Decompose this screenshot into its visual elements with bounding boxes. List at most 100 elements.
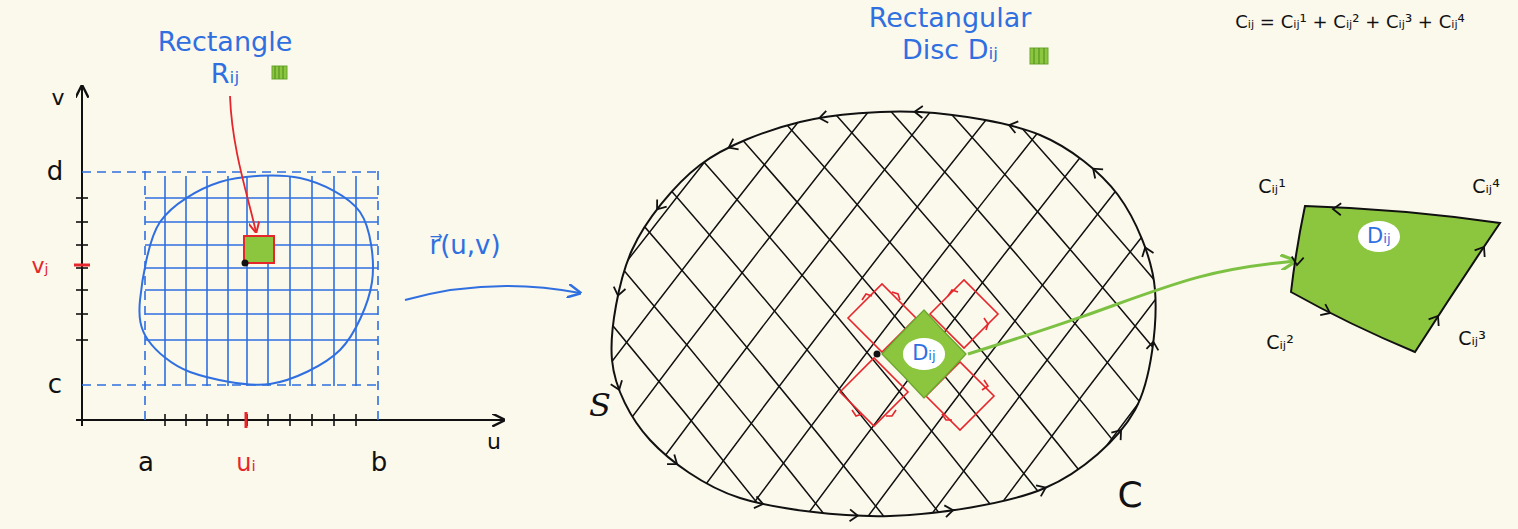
edge-arrow: [1320, 304, 1332, 318]
surface-grid-line: [304, 40, 744, 529]
dashed-bounds: [82, 166, 380, 420]
green-icon: [1030, 48, 1048, 64]
grid-line: [267, 176, 269, 386]
axis-tick: [76, 244, 88, 246]
boundary-arrow: [1089, 164, 1103, 178]
surface-boundary: [612, 112, 1156, 517]
edge-arrow: [1291, 257, 1304, 266]
grid-line: [145, 221, 378, 223]
axis-tick: [289, 414, 291, 426]
boundary-arrow: [667, 455, 681, 469]
bound-label: a: [138, 447, 154, 478]
axis-tick: [76, 289, 88, 291]
axis-tick: [76, 221, 88, 223]
edge-arrow: [1333, 203, 1341, 215]
grid-line: [185, 176, 187, 386]
surface-grid-line: [826, 40, 1266, 529]
boundary-arrow: [1140, 245, 1154, 257]
coordinate-label: vⱼ: [32, 253, 49, 279]
uv-grid: [76, 176, 378, 426]
surface-grid-line: [1270, 40, 1518, 529]
rectangle-rij: [244, 236, 274, 263]
zoom-arrow: [968, 261, 1295, 354]
bound-label: b: [371, 447, 388, 478]
map-label: r⃗(u,v): [429, 230, 500, 261]
uv-region: [139, 176, 373, 385]
boundary-arrow: [652, 199, 666, 213]
boundary-arrow: [612, 287, 625, 297]
edge-label: Cᵢⱼ¹: [1258, 175, 1286, 198]
surface-grid-line: [774, 40, 1174, 529]
boundary-arrow: [850, 509, 859, 521]
surface-grid-line: [362, 40, 802, 529]
heading-label: Rectangular Disc Dᵢⱼ: [850, 2, 1050, 67]
grid-line: [145, 267, 378, 269]
surface-grid-line: [768, 40, 1208, 529]
neighbour-patches: [840, 280, 998, 430]
ui-tick: [245, 412, 248, 428]
surface-grid-line: [884, 40, 1324, 529]
surface-grid-line: [464, 40, 864, 529]
edge-arrow: [1429, 313, 1443, 326]
boundary-arrow: [726, 139, 738, 153]
patch-shape: [882, 310, 966, 398]
surface-grid: [130, 40, 1518, 529]
patch-label: Dᵢⱼ: [903, 338, 945, 369]
patch-shape: [1291, 206, 1500, 352]
patch-label: Dᵢⱼ: [1358, 221, 1400, 252]
boundary-arrows: [611, 106, 1160, 522]
coordinate-label: uᵢ: [236, 449, 256, 478]
bound-label: d: [47, 156, 64, 187]
disc-patch: Dᵢⱼ: [878, 306, 970, 402]
surface-grid-line: [712, 40, 1112, 529]
grid-line: [289, 176, 291, 386]
surface-grid-line: [188, 40, 628, 529]
axis-tick: [267, 414, 269, 426]
leader-line: [230, 96, 256, 232]
axis-tick: [164, 414, 166, 426]
axis-tick: [76, 197, 88, 199]
boundary-arrow: [1008, 119, 1019, 133]
grid-line: [145, 313, 378, 315]
map-arrow: [405, 286, 580, 300]
v-axis: [81, 86, 83, 426]
grid-line: [145, 289, 378, 291]
axis-tick: [76, 339, 88, 341]
boundary-arrow: [754, 496, 764, 509]
grid-line: [145, 339, 378, 341]
vj-tick: [74, 264, 90, 267]
curve-label: C: [1117, 473, 1142, 516]
grid-line: [206, 176, 208, 386]
boundary-arrow: [1036, 482, 1048, 496]
surface-grid-line: [130, 40, 570, 529]
surface-grid-line: [402, 40, 802, 529]
surface-grid-line: [420, 40, 860, 529]
axis-tick: [355, 414, 357, 426]
surface-grid-line: [1174, 40, 1518, 529]
axis-tick: [311, 414, 313, 426]
boundary-arrow: [914, 106, 922, 118]
grid-line: [246, 176, 248, 386]
grid-line: [227, 176, 229, 386]
surface-grid-line: [594, 40, 1034, 529]
boundary-arrow: [1111, 426, 1125, 440]
corner-point: [874, 351, 881, 358]
edge-label: Cᵢⱼ³: [1458, 327, 1486, 350]
boundary-arrow: [1146, 341, 1159, 350]
axis-tick: [206, 414, 208, 426]
axis-label: u: [487, 429, 501, 455]
surface-label: S: [589, 386, 611, 424]
axis-tick: [227, 414, 229, 426]
edge-label: Cᵢⱼ⁴: [1472, 175, 1500, 198]
surface-grid-line: [340, 40, 740, 529]
grid-point: [242, 260, 249, 267]
surface-grid-line: [1208, 40, 1518, 529]
patch-arrows: [852, 290, 988, 420]
boundary-arrow: [818, 111, 828, 124]
boundary-arrow: [944, 504, 954, 517]
grid-line: [164, 176, 166, 386]
edge-label: Cᵢⱼ²: [1266, 331, 1294, 354]
surface-grid-line: [1146, 40, 1518, 529]
axis-tick: [333, 414, 335, 426]
